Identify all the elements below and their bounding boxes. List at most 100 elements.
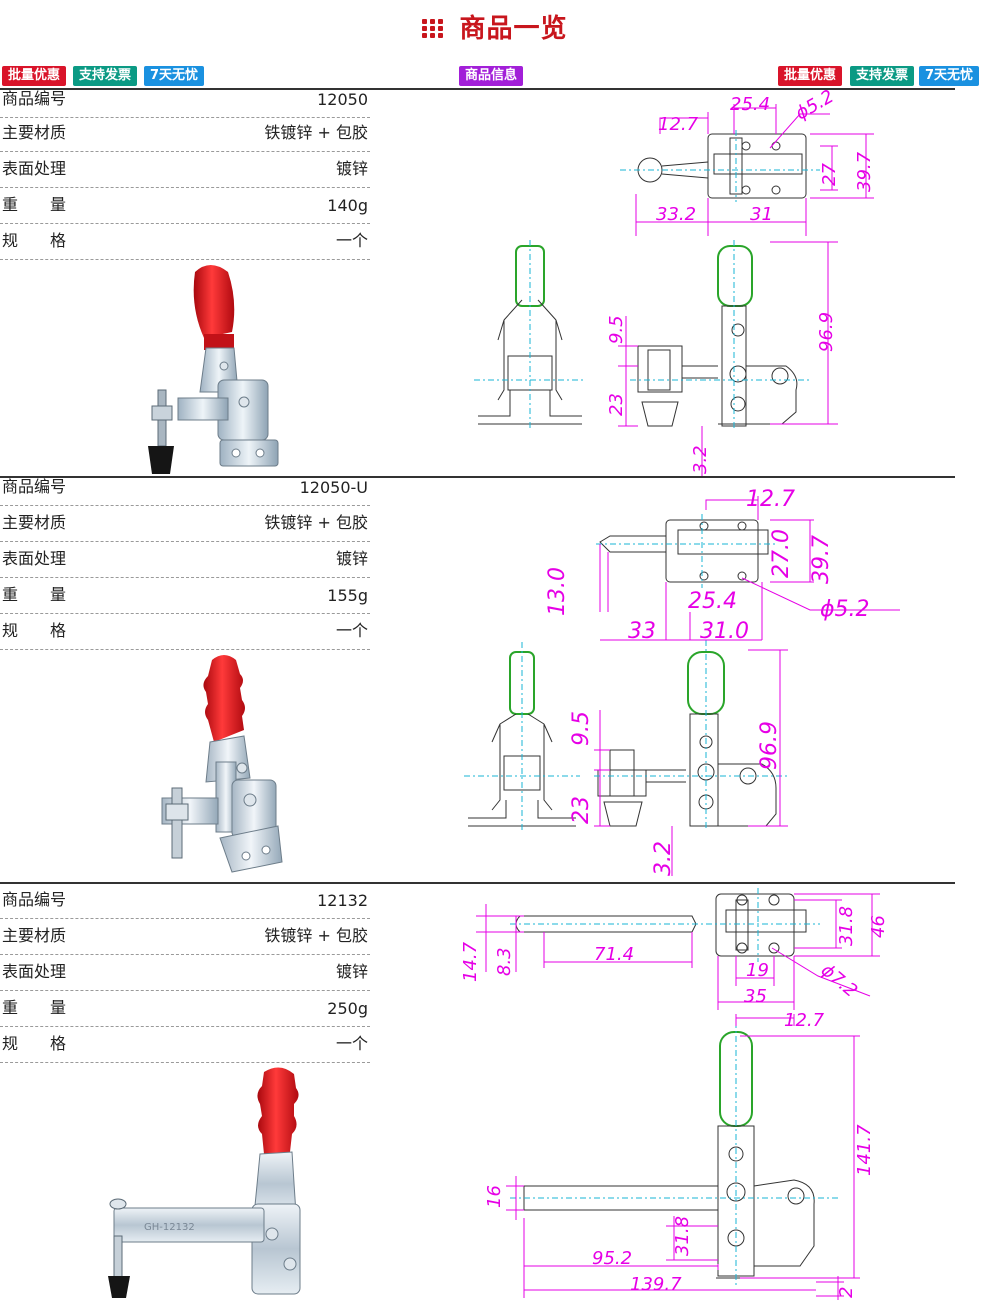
spec-row-surface: 表面处理 镀锌 <box>0 542 370 578</box>
spec-row-code: 商品编号 12050 <box>0 82 370 118</box>
spec-value: 12050-U <box>299 478 368 497</box>
dim-label: 33 <box>628 619 656 644</box>
dim-label: 71.4 <box>594 944 634 965</box>
svg-text:GH-12132: GH-12132 <box>144 1222 195 1233</box>
badge-invoice: 支持发票 <box>73 66 138 86</box>
dim-label: ϕ7.2 <box>817 960 862 1002</box>
dim-label: 23 <box>606 393 627 416</box>
spec-row-weight: 重 量 140g <box>0 188 370 224</box>
dim-label: 27 <box>819 163 840 186</box>
dim-label: 27.0 <box>769 529 794 578</box>
spec-row-spec: 规 格 一个 <box>0 224 370 260</box>
dim-label: 96.9 <box>816 312 837 352</box>
spec-label: 主要材质 <box>2 926 67 945</box>
dim-label: 12.7 <box>658 114 699 135</box>
dim-label: 39.7 <box>854 151 875 192</box>
badge-7-day-return-right: 7天无忧 <box>919 66 980 86</box>
spec-label: 商品编号 <box>2 477 67 496</box>
badge-bulk-discount: 批量优惠 <box>2 66 67 86</box>
dim-label: 35 <box>744 986 767 1007</box>
spec-label: 规 格 <box>2 231 67 250</box>
dim-label: 2 <box>836 1287 857 1298</box>
spec-value: 镀锌 <box>335 549 368 568</box>
page-header: 商品一览 <box>0 8 990 48</box>
dim-label: 25.4 <box>688 589 737 614</box>
spec-label: 表面处理 <box>2 962 67 981</box>
grid-dots-icon <box>422 17 448 38</box>
product-photo <box>148 265 279 474</box>
technical-drawing: 31.8 46 14.7 8.3 71.4 19 ϕ7.2 35 12.7 14… <box>460 888 889 1300</box>
spec-value: 铁镀锌 + 包胶 <box>264 123 368 142</box>
section-divider <box>0 88 955 90</box>
spec-label: 主要材质 <box>2 513 67 532</box>
badge-bulk-discount-right: 批量优惠 <box>778 66 843 86</box>
spec-label: 重 量 <box>2 998 67 1017</box>
dim-label: 39.7 <box>809 535 834 584</box>
page-title: 商品一览 <box>459 14 568 44</box>
spec-row-surface: 表面处理 镀锌 <box>0 955 370 991</box>
spec-row-spec: 规 格 一个 <box>0 1027 370 1063</box>
section-divider <box>0 476 955 478</box>
dim-label: 12.7 <box>746 487 795 512</box>
badge-7-day-return: 7天无忧 <box>144 66 205 86</box>
spec-label: 重 量 <box>2 195 67 214</box>
spec-row-code: 商品编号 12132 <box>0 883 370 919</box>
spec-value: 镀锌 <box>335 159 368 178</box>
dim-label: 31 <box>750 204 773 225</box>
badge-product-info: 商品信息 <box>459 66 524 86</box>
product-photo: GH-12132 <box>108 1067 301 1298</box>
dim-label: 25.4 <box>730 94 770 115</box>
spec-value: 一个 <box>335 231 368 250</box>
dim-label: 3.2 <box>651 841 676 876</box>
spec-row-material: 主要材质 铁镀锌 + 包胶 <box>0 116 370 152</box>
spec-row-material: 主要材质 铁镀锌 + 包胶 <box>0 506 370 542</box>
dim-label: 9.5 <box>606 315 627 344</box>
section-divider <box>0 882 955 884</box>
spec-row-weight: 重 量 250g <box>0 991 370 1027</box>
spec-label: 商品编号 <box>2 89 67 108</box>
spec-row-surface: 表面处理 镀锌 <box>0 152 370 188</box>
spec-label: 表面处理 <box>2 549 67 568</box>
spec-value: 铁镀锌 + 包胶 <box>264 926 368 945</box>
dim-label: 139.7 <box>630 1274 682 1295</box>
badge-invoice-right: 支持发票 <box>850 66 915 86</box>
dim-label: 46 <box>868 915 889 938</box>
spec-value: 12050 <box>317 90 368 109</box>
spec-label: 规 格 <box>2 1034 67 1053</box>
spec-label: 商品编号 <box>2 890 67 909</box>
dim-label: 95.2 <box>592 1248 632 1269</box>
spec-value: 250g <box>327 999 368 1018</box>
spec-row-material: 主要材质 铁镀锌 + 包胶 <box>0 919 370 955</box>
dim-label: 8.3 <box>494 947 515 976</box>
spec-value: 一个 <box>335 621 368 640</box>
dim-label: ϕ5.2 <box>792 90 838 124</box>
dim-label: 23 <box>569 796 594 824</box>
dim-label: 14.7 <box>460 941 481 982</box>
dim-label: 33.2 <box>656 204 696 225</box>
spec-row-code: 商品编号 12050-U <box>0 470 370 506</box>
spec-label: 主要材质 <box>2 123 67 142</box>
dim-label: 96.9 <box>757 721 782 770</box>
dim-label: 9.5 <box>569 711 594 746</box>
spec-row-weight: 重 量 155g <box>0 578 370 614</box>
spec-label: 表面处理 <box>2 159 67 178</box>
spec-label: 重 量 <box>2 585 67 604</box>
product-photo <box>161 655 283 873</box>
spec-value: 140g <box>327 196 368 215</box>
dim-label: 31.0 <box>700 619 749 644</box>
dim-label: 141.7 <box>854 1124 875 1176</box>
dim-label: 31.8 <box>836 906 857 946</box>
dim-label: 12.7 <box>784 1010 825 1031</box>
dim-label: 19 <box>746 960 769 981</box>
spec-label: 规 格 <box>2 621 67 640</box>
spec-value: 铁镀锌 + 包胶 <box>264 513 368 532</box>
spec-value: 镀锌 <box>335 962 368 981</box>
technical-drawing: 12.7 27.0 39.7 13.0 25.4 ϕ5.2 33 31.0 9.… <box>464 487 900 876</box>
spec-value: 一个 <box>335 1034 368 1053</box>
technical-drawing: 12.7 25.4 ϕ5.2 27 39.7 33.2 31 9.5 23 96… <box>474 90 875 476</box>
dim-label: 31.8 <box>672 1216 693 1256</box>
spec-row-spec: 规 格 一个 <box>0 614 370 650</box>
spec-value: 12132 <box>317 891 368 910</box>
dim-label: ϕ5.2 <box>820 597 870 622</box>
dim-label: 13.0 <box>545 567 570 616</box>
